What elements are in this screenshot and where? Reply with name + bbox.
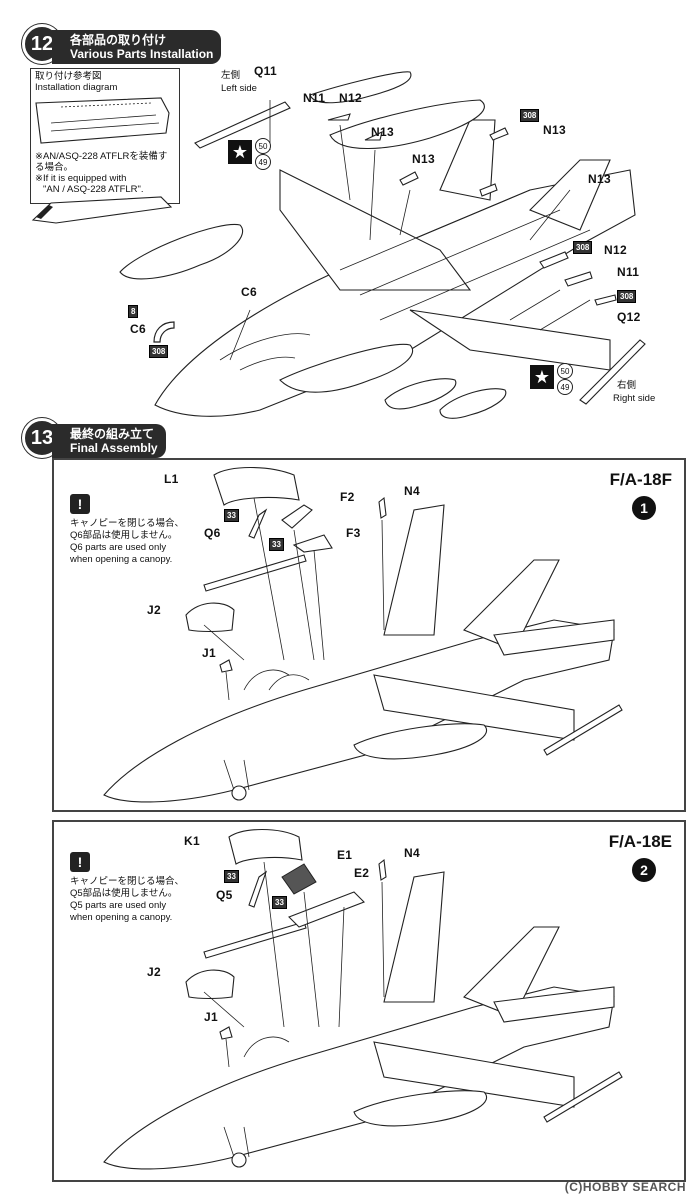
label-n13-d: N13 xyxy=(588,172,611,186)
label-j2-e: J2 xyxy=(147,965,161,979)
canopy-note-f-en-1: Q6 parts are used only xyxy=(70,542,167,553)
canopy-note-e-jp-2: Q5部品は使用しません。 xyxy=(70,888,178,899)
variant-number-2: 2 xyxy=(632,858,656,882)
tag-33-f-b: 33 xyxy=(269,538,284,551)
tag-part-8: 8 xyxy=(128,305,139,318)
right-side-en: Right side xyxy=(613,393,656,404)
canopy-note-e-en-2: when opening a canopy. xyxy=(70,912,173,923)
circle-50-right: 50 xyxy=(557,363,573,379)
canopy-note-e-en-1: Q5 parts are used only xyxy=(70,900,167,911)
label-c6-a: C6 xyxy=(241,285,257,299)
step-12-title-en: Various Parts Installation xyxy=(70,47,214,61)
canopy-note-f-jp-2: Q6部品は使用しません。 xyxy=(70,530,178,541)
inset-title-jp: 取り付け参考図 xyxy=(35,71,102,82)
circle-49-right: 49 xyxy=(557,379,573,395)
canopy-note-e: キャノピーを閉じる場合、 Q5部品は使用しません。 Q5 parts are u… xyxy=(70,876,184,924)
label-n13-a: N13 xyxy=(371,125,394,139)
label-j1-e: J1 xyxy=(204,1010,218,1024)
right-side-jp: 右側 xyxy=(617,380,637,391)
tag-308-d: 308 xyxy=(149,345,169,358)
canopy-note-f-jp-1: キャノピーを閉じる場合、 xyxy=(70,518,185,529)
tag-33-e-a: 33 xyxy=(224,870,239,883)
label-n11-top: N11 xyxy=(303,91,326,105)
left-side-jp: 左側 xyxy=(221,70,241,81)
tag-308-a: 308 xyxy=(520,109,540,122)
label-q11: Q11 xyxy=(254,64,277,78)
model-fa18e: F/A-18E xyxy=(608,832,672,851)
tag-308-c: 308 xyxy=(617,290,637,303)
step-13-title: 最終の組み立て Final Assembly xyxy=(52,424,166,458)
fa18f-drawing xyxy=(103,466,623,803)
label-j1-f: J1 xyxy=(202,646,216,660)
label-n4-e: N4 xyxy=(404,846,420,860)
c6-part-shape xyxy=(153,321,175,343)
label-l1: L1 xyxy=(164,472,179,486)
inset-diagram xyxy=(35,97,170,144)
inset-note-en-2: "AN / ASQ-228 ATFLR". xyxy=(43,184,144,195)
canopy-note-f-en-2: when opening a canopy. xyxy=(70,554,173,565)
label-n12-top: N12 xyxy=(339,91,362,105)
label-n13-b: N13 xyxy=(543,123,566,137)
step-12-title: 各部品の取り付け Various Parts Installation xyxy=(52,30,222,64)
star-decal-right: ★ xyxy=(530,365,554,389)
label-q6: Q6 xyxy=(204,526,221,540)
step-13-title-en: Final Assembly xyxy=(70,441,158,455)
step12-aircraft-drawing xyxy=(119,71,646,419)
star-decal-left: ★ xyxy=(228,140,252,164)
label-e2: E2 xyxy=(354,866,370,880)
model-fa18f: F/A-18F xyxy=(609,470,672,489)
label-c6-b: C6 xyxy=(130,322,146,336)
label-n4-f: N4 xyxy=(404,484,420,498)
inset-pod-diagram xyxy=(31,196,173,224)
label-e1: E1 xyxy=(337,848,353,862)
label-k1: K1 xyxy=(184,834,200,848)
label-f3: F3 xyxy=(346,526,361,540)
label-q12: Q12 xyxy=(617,310,641,324)
watermark: (C)HOBBY SEARCH xyxy=(564,1180,686,1194)
inset-note-jp: ※AN/ASQ-228 ATFLRを装備する場合。 xyxy=(35,151,168,173)
circle-49-left: 49 xyxy=(255,154,271,170)
variant-number-1: 1 xyxy=(632,496,656,520)
inset-note-en-1: ※If it is equipped with xyxy=(35,173,127,184)
inset-title-en: Installation diagram xyxy=(35,82,118,93)
step-12-title-jp: 各部品の取り付け xyxy=(70,33,167,47)
step-13-title-jp: 最終の組み立て xyxy=(70,427,155,441)
tag-33-f-a: 33 xyxy=(224,509,239,522)
circle-50-left: 50 xyxy=(255,138,271,154)
label-n13-c: N13 xyxy=(412,152,435,166)
canopy-note-e-jp-1: キャノピーを閉じる場合、 xyxy=(70,876,185,887)
label-q5: Q5 xyxy=(216,888,233,902)
label-n11-right: N11 xyxy=(617,265,640,279)
tag-33-e-b: 33 xyxy=(272,896,287,909)
label-j2-f: J2 xyxy=(147,603,161,617)
installation-diagram-inset: 取り付け参考図 Installation diagram ※AN/ASQ-228… xyxy=(30,68,180,224)
fa18e-drawing xyxy=(103,829,623,1170)
left-side-en: Left side xyxy=(221,83,257,94)
label-f2: F2 xyxy=(340,490,355,504)
panel-fa18e: F/A-18E 2 ! キャノピーを閉じる場合、 Q5部品は使用しません。 Q5… xyxy=(52,820,686,1182)
panel-fa18f: F/A-18F 1 ! キャノピーを閉じる場合、 Q6部品は使用しません。 Q6… xyxy=(52,458,686,812)
canopy-note-f: キャノピーを閉じる場合、 Q6部品は使用しません。 Q6 parts are u… xyxy=(70,518,184,566)
label-n12-right: N12 xyxy=(604,243,627,257)
tag-308-b: 308 xyxy=(573,241,593,254)
warning-icon-e: ! xyxy=(70,852,90,872)
warning-icon-f: ! xyxy=(70,494,90,514)
